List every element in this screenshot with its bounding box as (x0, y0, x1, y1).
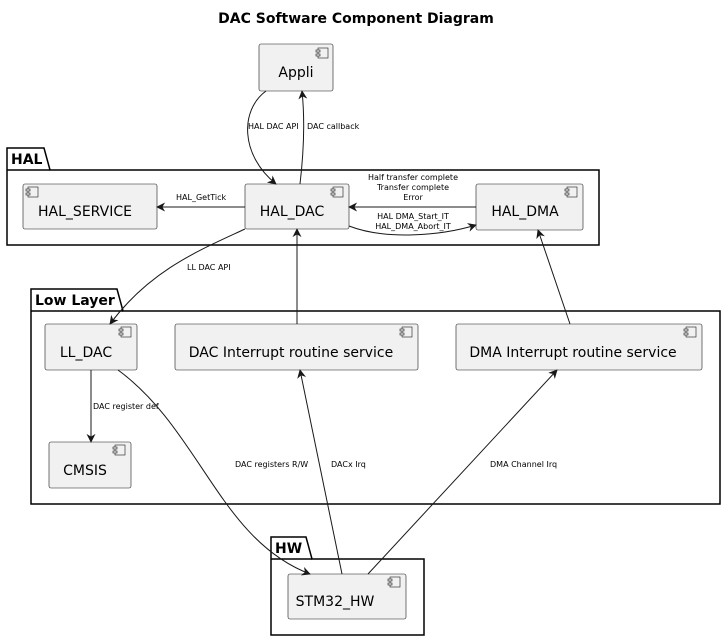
component-stm32-hw[interactable]: STM32_HW (287, 573, 407, 620)
edge-label-dma-abort: HAL_DMA_Abort_IT (375, 222, 451, 231)
package-hw-label: HW (275, 541, 302, 557)
component-dac-irq-service[interactable]: DAC Interrupt routine service (174, 323, 419, 371)
edge-dac-callback: DAC callback (298, 90, 360, 185)
edge-dac-register-def: DAC register def (86, 370, 159, 443)
component-icon (112, 444, 126, 456)
edge-ll-dac-api: LL DAC API (109, 228, 246, 325)
component-icon (683, 326, 697, 338)
edge-label-dac-register-def: DAC register def (93, 402, 159, 411)
component-cmsis-label: CMSIS (63, 463, 107, 479)
edge-dac-registers-rw: DAC registers R/W (117, 369, 311, 576)
edge-label-ll-dac-api: LL DAC API (187, 263, 231, 272)
edge-label-hal-gettick: HAL_GetTick (176, 193, 226, 202)
component-hal-dac[interactable]: HAL_DAC (244, 183, 350, 230)
component-dac-irq-service-label: DAC Interrupt routine service (189, 345, 394, 361)
component-icon (387, 576, 401, 588)
edge-label-half-transfer: Half transfer complete (368, 173, 458, 182)
package-low-layer: Low Layer (30, 288, 721, 505)
edge-dma-channel-irq: DMA Channel Irq (367, 369, 558, 575)
diagram-title: DAC Software Component Diagram (218, 11, 494, 27)
edge-label-error: Error (403, 193, 423, 202)
edge-hal-dac-api: HAL DAC API (247, 90, 299, 185)
component-hal-service[interactable]: HAL_SERVICE (22, 183, 158, 230)
component-icon (564, 186, 578, 198)
component-icon (399, 326, 413, 338)
edge-hal-gettick: HAL_GetTick (156, 193, 245, 212)
edge-label-dac-callback: DAC callback (307, 122, 360, 131)
component-appli[interactable]: Appli (258, 43, 334, 92)
edge-dma-start-abort: HAL DMA_Start_IT HAL_DMA_Abort_IT (348, 212, 477, 236)
edge-dma-irq-to-hal-dma (536, 229, 571, 325)
edge-label-dac-registers-rw: DAC registers R/W (235, 460, 308, 469)
edge-dacx-irq: DACx Irq (297, 369, 366, 575)
edge-label-dacx-irq: DACx Irq (331, 460, 366, 469)
component-hal-dac-label: HAL_DAC (260, 204, 325, 220)
component-icon (25, 186, 39, 198)
component-icon (315, 47, 329, 59)
component-stm32-hw-label: STM32_HW (296, 594, 375, 610)
edge-label-transfer-complete: Transfer complete (376, 183, 449, 192)
component-cmsis[interactable]: CMSIS (48, 441, 132, 489)
component-hal-dma-label: HAL_DMA (491, 204, 559, 220)
edge-label-dma-start: HAL DMA_Start_IT (377, 212, 449, 221)
package-hal-label: HAL (11, 152, 43, 168)
component-dma-irq-service-label: DMA Interrupt routine service (469, 345, 676, 361)
component-dma-irq-service[interactable]: DMA Interrupt routine service (455, 323, 703, 371)
edge-label-hal-dac-api: HAL DAC API (248, 122, 299, 131)
component-icon (330, 186, 344, 198)
component-icon (118, 326, 132, 338)
component-ll-dac[interactable]: LL_DAC (44, 323, 138, 371)
edge-dma-callbacks: Half transfer complete Transfer complete… (348, 173, 476, 212)
package-low-layer-label: Low Layer (35, 293, 115, 309)
component-appli-label: Appli (278, 65, 313, 81)
component-hal-service-label: HAL_SERVICE (38, 204, 132, 220)
component-hal-dma[interactable]: HAL_DMA (475, 183, 584, 231)
edge-label-dma-channel-irq: DMA Channel Irq (490, 460, 557, 469)
component-ll-dac-label: LL_DAC (60, 345, 112, 361)
